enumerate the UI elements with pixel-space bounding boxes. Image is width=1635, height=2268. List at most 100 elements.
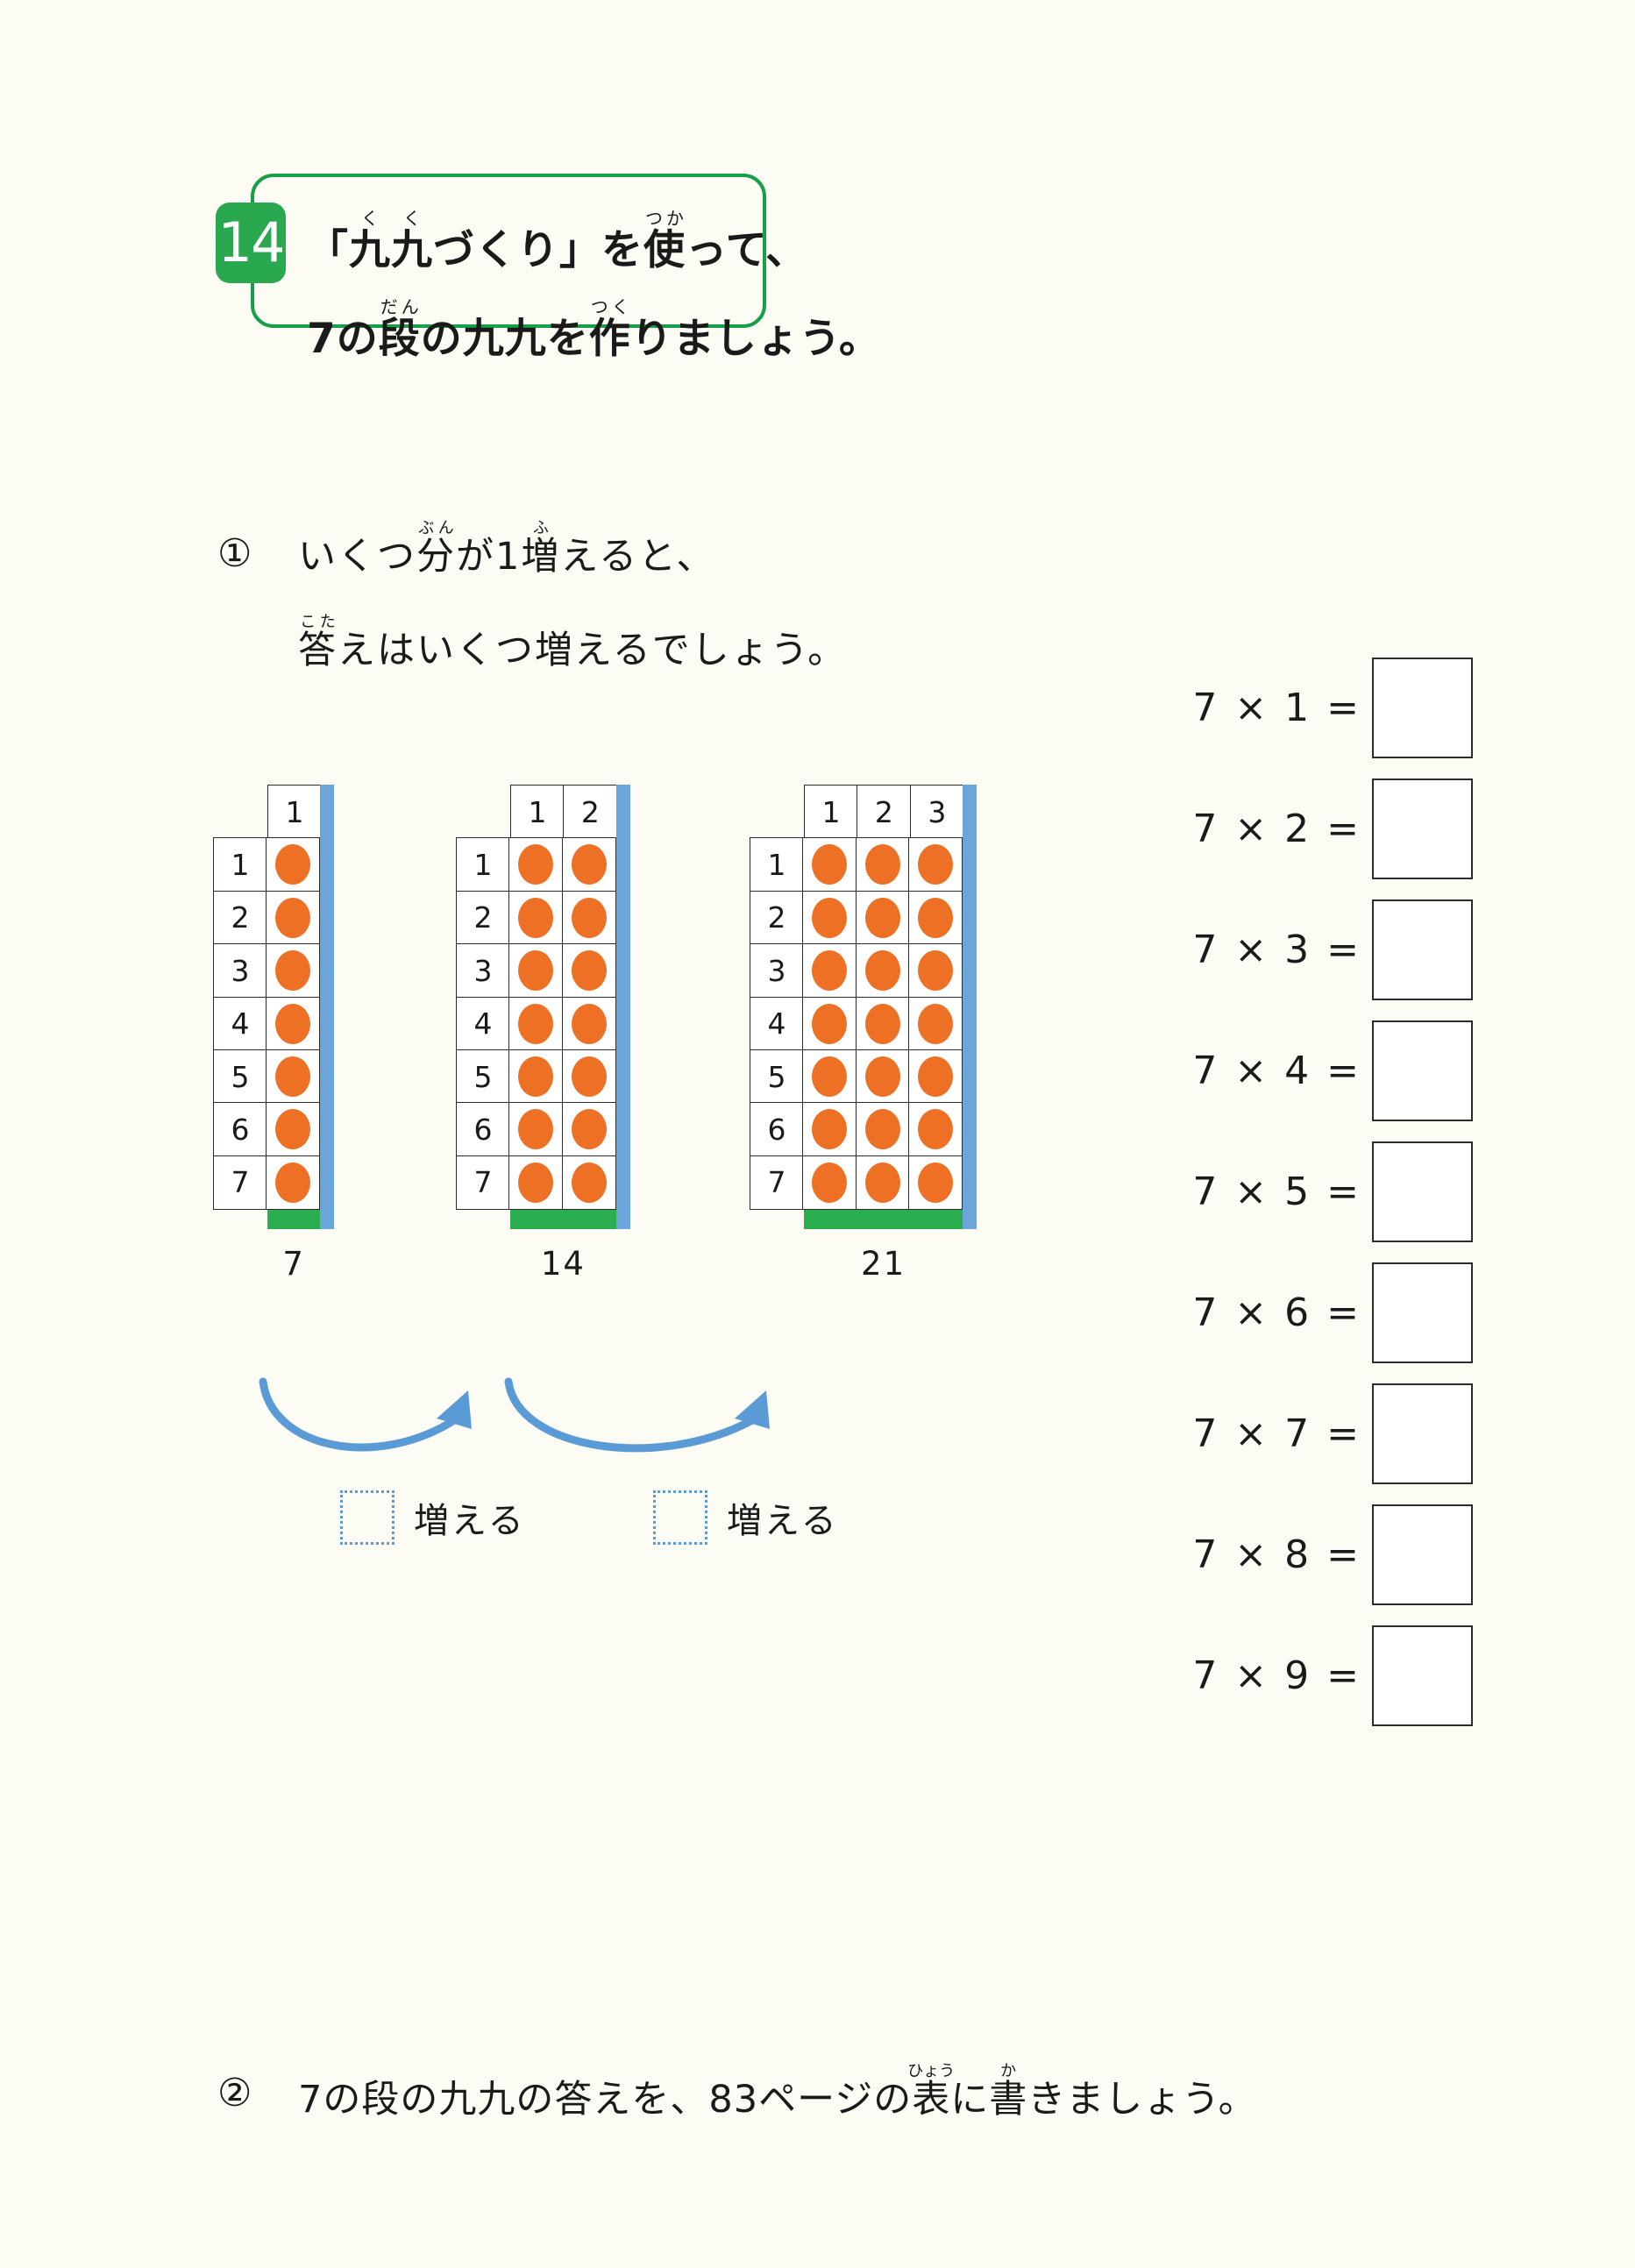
equation-row-9: 7 × 9 = bbox=[1179, 1625, 1473, 1726]
grid-dot-cell bbox=[802, 890, 857, 945]
grid-dot-cell bbox=[908, 943, 963, 999]
grid-dot-cell bbox=[855, 943, 910, 999]
grid-total-label: 14 bbox=[540, 1244, 586, 1283]
orange-dot-icon bbox=[918, 1056, 954, 1098]
increase-answer-box[interactable] bbox=[653, 1490, 707, 1545]
orange-dot-icon bbox=[864, 1109, 900, 1150]
grid-dot-cell bbox=[561, 1049, 616, 1105]
equation-row-6: 7 × 6 = bbox=[1179, 1262, 1473, 1363]
orange-dot-icon bbox=[275, 1056, 311, 1098]
equation-answer-box[interactable] bbox=[1372, 1625, 1473, 1726]
orange-dot-icon bbox=[518, 1056, 554, 1098]
equation-answer-box[interactable] bbox=[1372, 658, 1473, 758]
grid-dot-cell bbox=[508, 890, 564, 945]
grid-column-header: 2 bbox=[857, 785, 912, 839]
equation-answer-box[interactable] bbox=[1372, 1020, 1473, 1121]
increase-answer-box[interactable] bbox=[340, 1490, 395, 1545]
grid-row: 6 bbox=[456, 1102, 616, 1157]
grid-dot-cell bbox=[855, 890, 910, 945]
blue-side-bar bbox=[320, 785, 335, 1229]
grid-row: 6 bbox=[213, 1102, 321, 1157]
equation-text: 7 × 1 = bbox=[1192, 686, 1361, 730]
orange-dot-icon bbox=[918, 1162, 954, 1203]
grid-row-label: 5 bbox=[213, 1049, 267, 1105]
equation-text: 7 × 7 = bbox=[1192, 1411, 1361, 1456]
equation-row-3: 7 × 3 = bbox=[1179, 899, 1473, 1000]
equation-row-8: 7 × 8 = bbox=[1179, 1504, 1473, 1605]
increase-group-1: 増える bbox=[340, 1490, 526, 1545]
grid-dot-cell bbox=[266, 996, 321, 1051]
grid-dot-cell bbox=[561, 890, 616, 945]
grid-dot-cell bbox=[802, 996, 857, 1051]
grid-dot-cell bbox=[508, 943, 564, 999]
grid-dot-cell bbox=[855, 1049, 910, 1105]
orange-dot-icon bbox=[518, 1109, 554, 1150]
orange-dot-icon bbox=[518, 950, 554, 992]
question-1-line-1: いくつ分ぶんが1増ふえると、 bbox=[298, 519, 716, 579]
equation-text: 7 × 2 = bbox=[1192, 807, 1361, 851]
equation-row-4: 7 × 4 = bbox=[1179, 1020, 1473, 1121]
orange-dot-icon bbox=[812, 1162, 848, 1203]
equation-answer-box[interactable] bbox=[1372, 1504, 1473, 1605]
equation-row-7: 7 × 7 = bbox=[1179, 1383, 1473, 1484]
equation-text: 7 × 5 = bbox=[1192, 1170, 1361, 1214]
grid-row: 7 bbox=[750, 1155, 963, 1210]
grid-row-label: 1 bbox=[213, 837, 267, 892]
orange-dot-icon bbox=[571, 1109, 607, 1150]
orange-dot-icon bbox=[275, 1109, 311, 1150]
grid-dot-cell bbox=[802, 1155, 857, 1210]
equation-answer-box[interactable] bbox=[1372, 1383, 1473, 1484]
grid-row-label: 7 bbox=[213, 1155, 267, 1210]
equation-answer-box[interactable] bbox=[1372, 899, 1473, 1000]
equation-answer-box[interactable] bbox=[1372, 779, 1473, 879]
grid-dot-cell bbox=[266, 1102, 321, 1157]
arrow-head-2 bbox=[735, 1390, 770, 1429]
equation-answer-box[interactable] bbox=[1372, 1141, 1473, 1242]
grid-row: 1 bbox=[456, 837, 616, 892]
grid-dot-cell bbox=[908, 890, 963, 945]
grid-row-label: 3 bbox=[750, 943, 804, 999]
orange-dot-icon bbox=[812, 1003, 848, 1044]
orange-dot-icon bbox=[812, 1056, 848, 1098]
orange-dot-icon bbox=[812, 897, 848, 938]
grid-dot-cell bbox=[908, 837, 963, 892]
grid-row-label: 7 bbox=[456, 1155, 510, 1210]
grid-column-header: 3 bbox=[909, 785, 964, 839]
grid-row-label: 7 bbox=[750, 1155, 804, 1210]
grid-dot-cell bbox=[508, 1155, 564, 1210]
grid-dot-cell bbox=[908, 996, 963, 1051]
question-2-text: 7の段の九九の答えを、83ページの表ひょうに書かきましょう。 bbox=[298, 2062, 1257, 2122]
orange-dot-icon bbox=[918, 897, 954, 938]
equation-row-1: 7 × 1 = bbox=[1179, 658, 1473, 758]
grid-dot-cell bbox=[266, 943, 321, 999]
orange-dot-icon bbox=[864, 1003, 900, 1044]
header-title-line-2: 7の段だんの九九を作つくりましょう。 bbox=[307, 296, 881, 363]
orange-dot-icon bbox=[275, 844, 311, 885]
grid-row: 3 bbox=[750, 943, 963, 999]
orange-dot-icon bbox=[864, 844, 900, 885]
equation-answer-box[interactable] bbox=[1372, 1262, 1473, 1363]
orange-dot-icon bbox=[275, 950, 311, 992]
grid-row: 5 bbox=[456, 1049, 616, 1105]
grid-row-label: 4 bbox=[750, 996, 804, 1051]
grid-dot-cell bbox=[266, 1155, 321, 1210]
grid-dot-cell bbox=[561, 1102, 616, 1157]
grid-dot-cell bbox=[561, 943, 616, 999]
orange-dot-icon bbox=[812, 1109, 848, 1150]
lesson-number-badge: 14 bbox=[216, 203, 286, 283]
header-title-text: 「九く九くづくり」を使つかって、 7の段だんの九九を作つくりましょう。 bbox=[307, 182, 881, 363]
grid-dot-cell bbox=[561, 837, 616, 892]
equation-row-2: 7 × 2 = bbox=[1179, 779, 1473, 879]
orange-dot-icon bbox=[864, 1056, 900, 1098]
orange-dot-icon bbox=[275, 1003, 311, 1044]
grid-dot-cell bbox=[855, 837, 910, 892]
header-title-box bbox=[251, 174, 766, 328]
orange-dot-icon bbox=[864, 1162, 900, 1203]
orange-dot-icon bbox=[918, 1109, 954, 1150]
grid-dot-cell bbox=[802, 1102, 857, 1157]
grid-row: 7 bbox=[456, 1155, 616, 1210]
grid-total-label: 21 bbox=[861, 1244, 906, 1283]
